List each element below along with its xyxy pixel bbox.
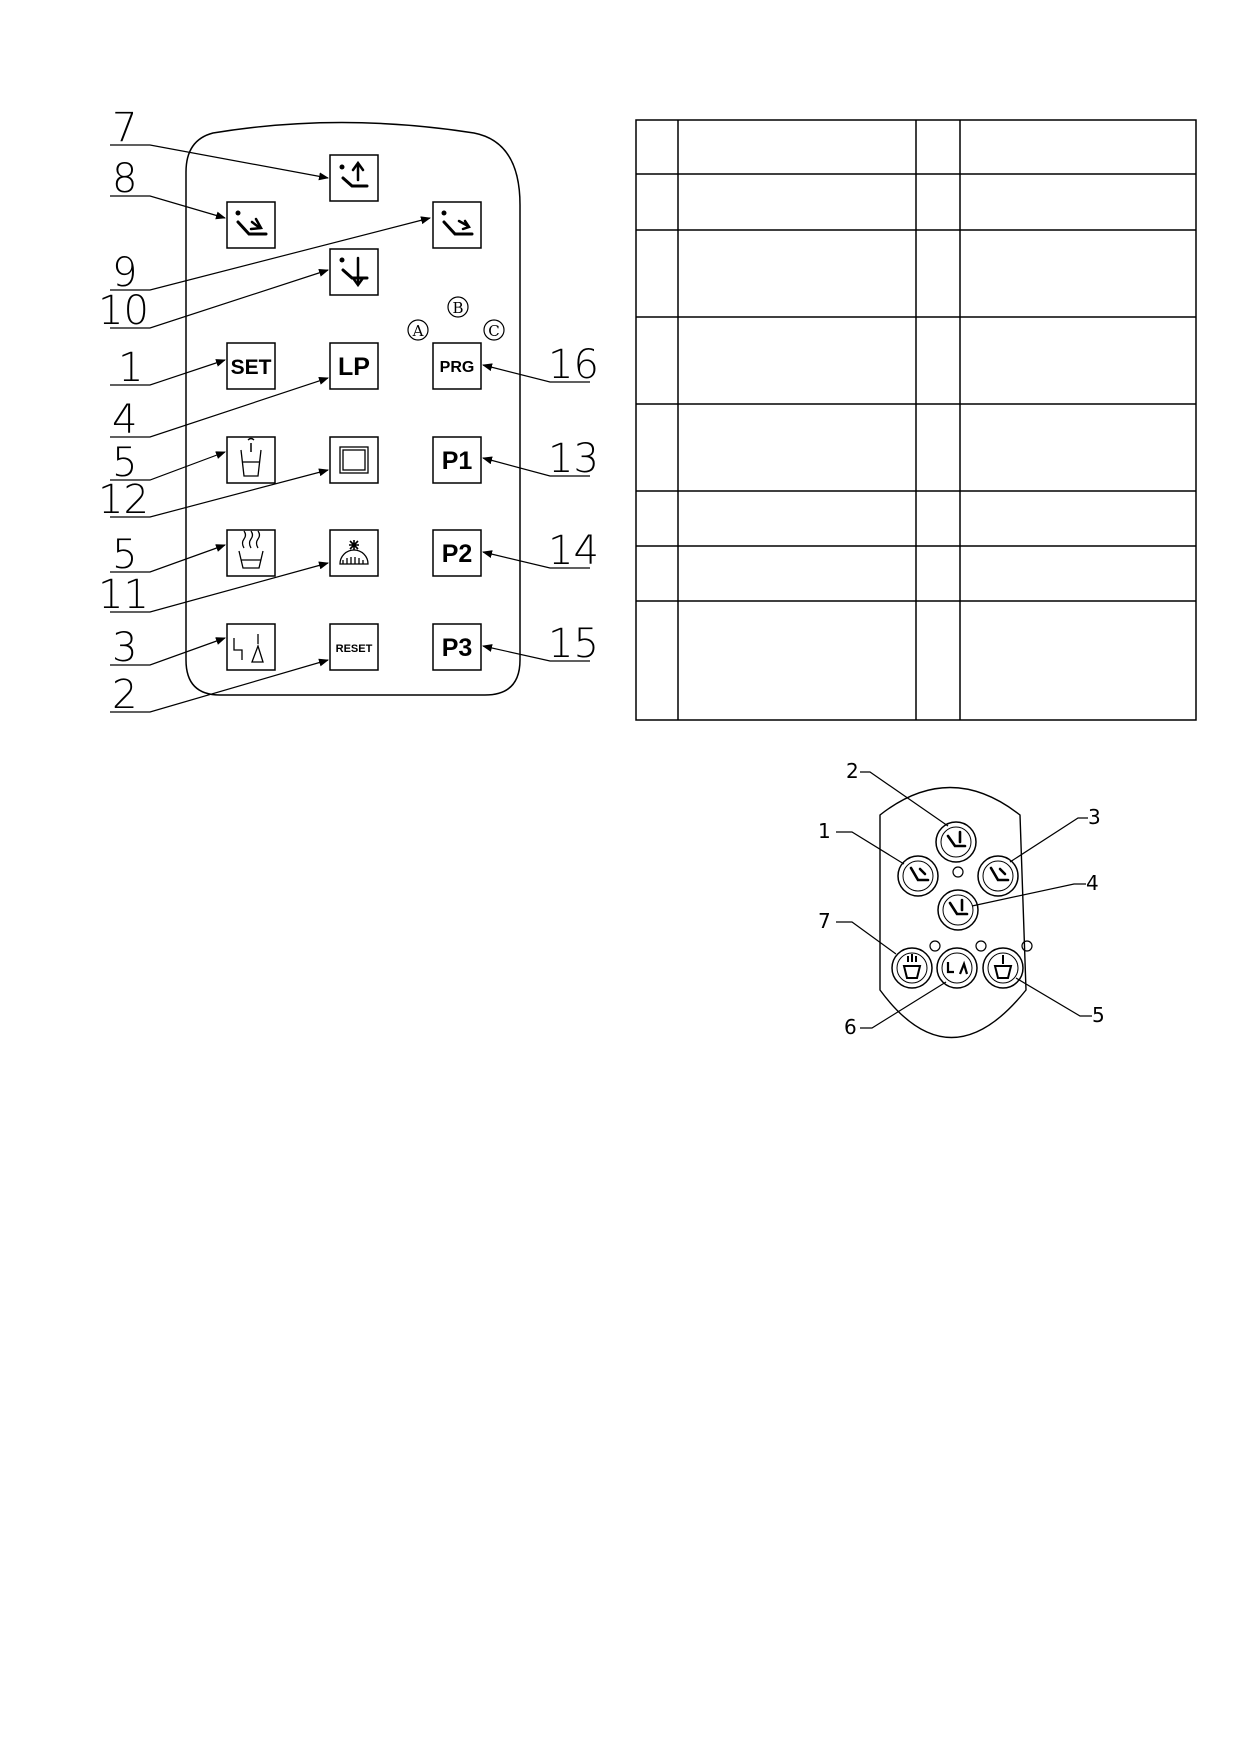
panel-a-right-callouts — [482, 363, 590, 662]
foot-callout-4: 4 — [1086, 871, 1099, 895]
callout-4: 4 — [112, 397, 137, 443]
bowl-flush-icon — [946, 960, 969, 975]
callout-12: 12 — [98, 477, 149, 523]
legend-table — [635, 119, 1197, 721]
cup-fill-icon — [240, 437, 262, 477]
callout-3: 3 — [112, 625, 137, 671]
foot-callout-7: 7 — [818, 909, 831, 933]
foot-button-6[interactable] — [936, 947, 978, 989]
callout-5a: 5 — [112, 440, 137, 486]
lp-button[interactable]: LP — [329, 342, 379, 390]
callout-8: 8 — [112, 156, 137, 202]
foot-button-5[interactable] — [982, 947, 1024, 989]
operating-light-button[interactable] — [329, 529, 379, 577]
cup-fill-button[interactable] — [226, 436, 276, 484]
foot-button-1[interactable] — [897, 855, 939, 897]
lamp-icon — [339, 446, 369, 474]
svg-text:C: C — [488, 322, 499, 340]
foot-button-3[interactable] — [977, 855, 1019, 897]
foot-callout-1: 1 — [818, 819, 831, 843]
keypad-panel: A B C SET LP PRG — [185, 121, 521, 696]
svg-text:P1: P1 — [442, 447, 473, 475]
chair-back-up-icon — [235, 210, 268, 236]
svg-text:LP: LP — [338, 353, 370, 381]
chair-up-button[interactable] — [329, 154, 379, 202]
foot-callout-2: 2 — [846, 759, 859, 783]
svg-text:RESET: RESET — [336, 643, 373, 655]
foot-button-2[interactable] — [935, 821, 977, 863]
chair-up-icon — [946, 830, 967, 848]
panel-a-right-callout-labels: 16 13 14 15 — [548, 342, 599, 667]
foot-led-7 — [929, 940, 941, 952]
callout-13: 13 — [548, 436, 599, 482]
foot-callout-6: 6 — [844, 1015, 857, 1039]
cup-heat-icon — [902, 954, 922, 979]
panel-a-left-callouts — [110, 144, 431, 713]
svg-text:A: A — [412, 322, 424, 340]
callout-1: 1 — [118, 345, 143, 391]
svg-text:PRG: PRG — [440, 359, 475, 376]
p3-button[interactable]: P3 — [432, 623, 482, 671]
chair-back-icon — [909, 866, 930, 882]
cup-fill-icon — [993, 955, 1013, 979]
set-button[interactable]: SET — [226, 342, 276, 390]
cup-heat-button[interactable] — [226, 529, 276, 577]
p2-button[interactable]: P2 — [432, 529, 482, 577]
callout-14: 14 — [548, 528, 599, 574]
chair-back-icon — [989, 866, 1010, 882]
foot-button-7[interactable] — [891, 947, 933, 989]
panel-b-leaders — [836, 771, 1092, 1029]
foot-callout-5: 5 — [1092, 1003, 1105, 1027]
foot-callout-3: 3 — [1088, 805, 1101, 829]
foot-control-panel — [879, 786, 1033, 1038]
chair-down-icon — [339, 256, 369, 288]
callout-2: 2 — [112, 672, 137, 718]
reset-button[interactable]: RESET — [329, 623, 379, 671]
callout-10: 10 — [98, 288, 149, 334]
p1-button[interactable]: P1 — [432, 436, 482, 484]
keypad-outline — [185, 121, 521, 696]
panel-b-callout-labels: 1 2 3 4 5 6 7 — [818, 759, 1105, 1039]
foot-control-outline — [879, 786, 1027, 1038]
chair-back-down-icon — [441, 210, 474, 236]
chair-up-icon — [339, 160, 369, 188]
cup-heat-icon — [238, 530, 264, 569]
chair-down-button[interactable] — [329, 248, 379, 296]
callout-9: 9 — [112, 250, 137, 296]
foot-button-4[interactable] — [937, 889, 979, 931]
chair-down-icon — [948, 898, 969, 916]
mode-mark-c: C — [483, 319, 505, 341]
prg-button[interactable]: PRG — [432, 342, 482, 390]
bowl-flush-icon — [233, 634, 264, 663]
callout-5b: 5 — [112, 532, 137, 578]
lamp-button[interactable] — [329, 436, 379, 484]
callout-16: 16 — [548, 342, 599, 388]
callout-11: 11 — [98, 572, 149, 618]
mode-mark-a: A — [407, 319, 429, 341]
callout-7: 7 — [112, 105, 137, 151]
bowl-flush-button[interactable] — [226, 623, 276, 671]
callout-15: 15 — [548, 621, 599, 667]
svg-text:P2: P2 — [442, 540, 473, 568]
foot-led-center — [952, 866, 964, 878]
panel-a-left-callout-labels: 7 8 9 10 1 4 5 12 5 11 3 2 — [98, 105, 149, 718]
svg-text:P3: P3 — [442, 634, 473, 662]
mode-mark-b: B — [447, 296, 469, 318]
chair-back-down-button[interactable] — [432, 201, 482, 249]
foot-led-5 — [1021, 940, 1033, 952]
chair-back-up-button[interactable] — [226, 201, 276, 249]
operating-light-icon — [339, 540, 369, 565]
svg-text:SET: SET — [231, 356, 272, 379]
foot-led-6 — [975, 940, 987, 952]
svg-text:B: B — [452, 299, 463, 317]
